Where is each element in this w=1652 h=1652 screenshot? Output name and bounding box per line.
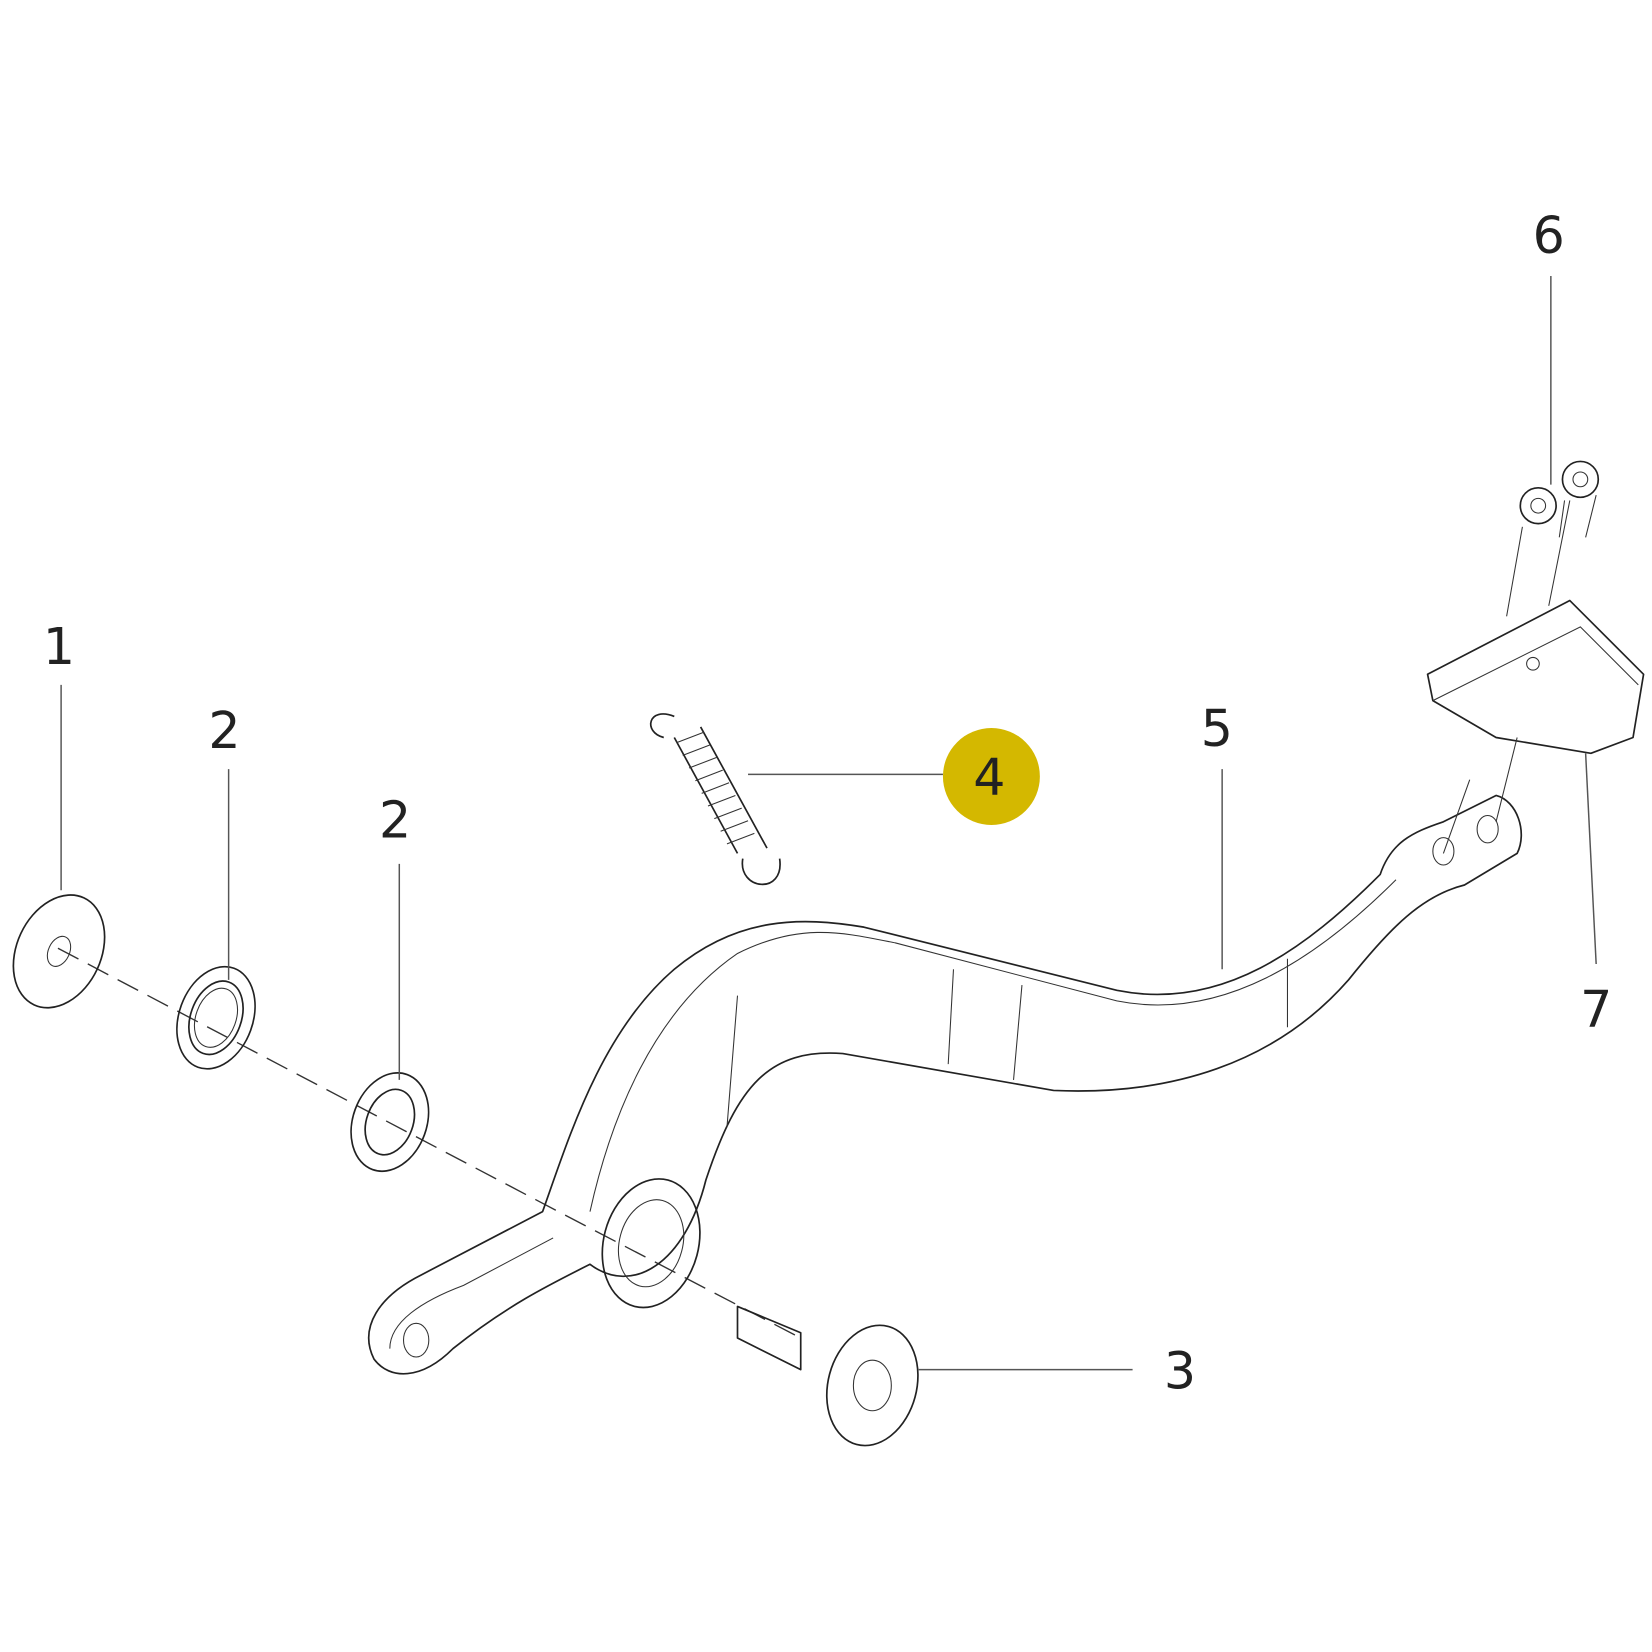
leader-line-7 [1584,753,1597,965]
callout-2b[interactable]: 2 [379,791,411,850]
callout-3[interactable]: 3 [1164,1342,1196,1401]
assembly-axis-line [57,947,802,1339]
callout-4[interactable]: 4 [973,747,1005,806]
part-nuts [1506,460,1600,617]
part-washer [12,894,106,1009]
callout-7[interactable]: 7 [1580,980,1612,1039]
part-pivot-bolt [736,1305,919,1447]
part-spring [649,713,781,886]
part-brake-lever [368,794,1523,1375]
part-seal-1 [176,965,256,1070]
callout-2a[interactable]: 2 [208,701,240,760]
part-pedal-tip [1426,599,1645,854]
highlight-circle [942,728,1040,825]
callout-6[interactable]: 6 [1533,206,1565,265]
callout-1[interactable]: 1 [43,617,75,676]
part-seal-2 [350,1072,430,1173]
callout-5[interactable]: 5 [1201,699,1233,758]
